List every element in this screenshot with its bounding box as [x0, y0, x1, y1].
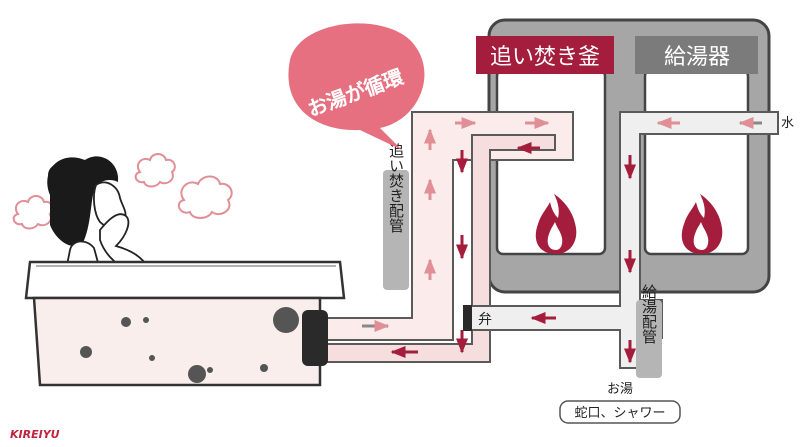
hot-water-label: お湯: [607, 382, 633, 397]
reheat-title-bg: [476, 36, 614, 74]
water-inlet-label: 水: [781, 116, 794, 131]
water-heater-label: 給湯器: [664, 45, 730, 70]
faucet-shower-box: 蛇口、シャワー: [559, 400, 681, 424]
germ-icon: [80, 307, 299, 383]
bathtub: [24, 260, 346, 387]
valve-label: 弁: [478, 312, 492, 328]
steam-icon: [12, 153, 233, 230]
valve-icon: 弁: [463, 305, 492, 331]
reheat-pipe: [317, 111, 574, 363]
reheat-pipe-label-text: 追い焚き配管: [387, 143, 405, 233]
supply-pipe-label: 給湯配管: [636, 284, 662, 378]
reheat-pipe-label: 追い焚き配管: [383, 143, 409, 290]
flow-arrows: [362, 117, 762, 364]
supply-pipe-label-text: 給湯配管: [640, 284, 658, 344]
circulation-port: [302, 310, 328, 366]
logo-text: KIREIYU: [10, 428, 60, 441]
water-heater-title: 給湯器: [635, 36, 758, 74]
reheat-boiler-label: 追い焚き釜: [490, 45, 600, 70]
flame-icon: [535, 194, 577, 254]
water-heater-title-bg: [635, 36, 758, 74]
reheat-boiler-title: 追い焚き釜: [476, 36, 614, 74]
faucet-shower-label: 蛇口、シャワー: [574, 406, 665, 421]
kireiyu-logo: KIREIYU: [10, 428, 60, 441]
circulation-speech-bubble: お湯が循環: [288, 23, 425, 150]
woman-figure: [47, 156, 152, 271]
flame-icon: [681, 194, 723, 254]
